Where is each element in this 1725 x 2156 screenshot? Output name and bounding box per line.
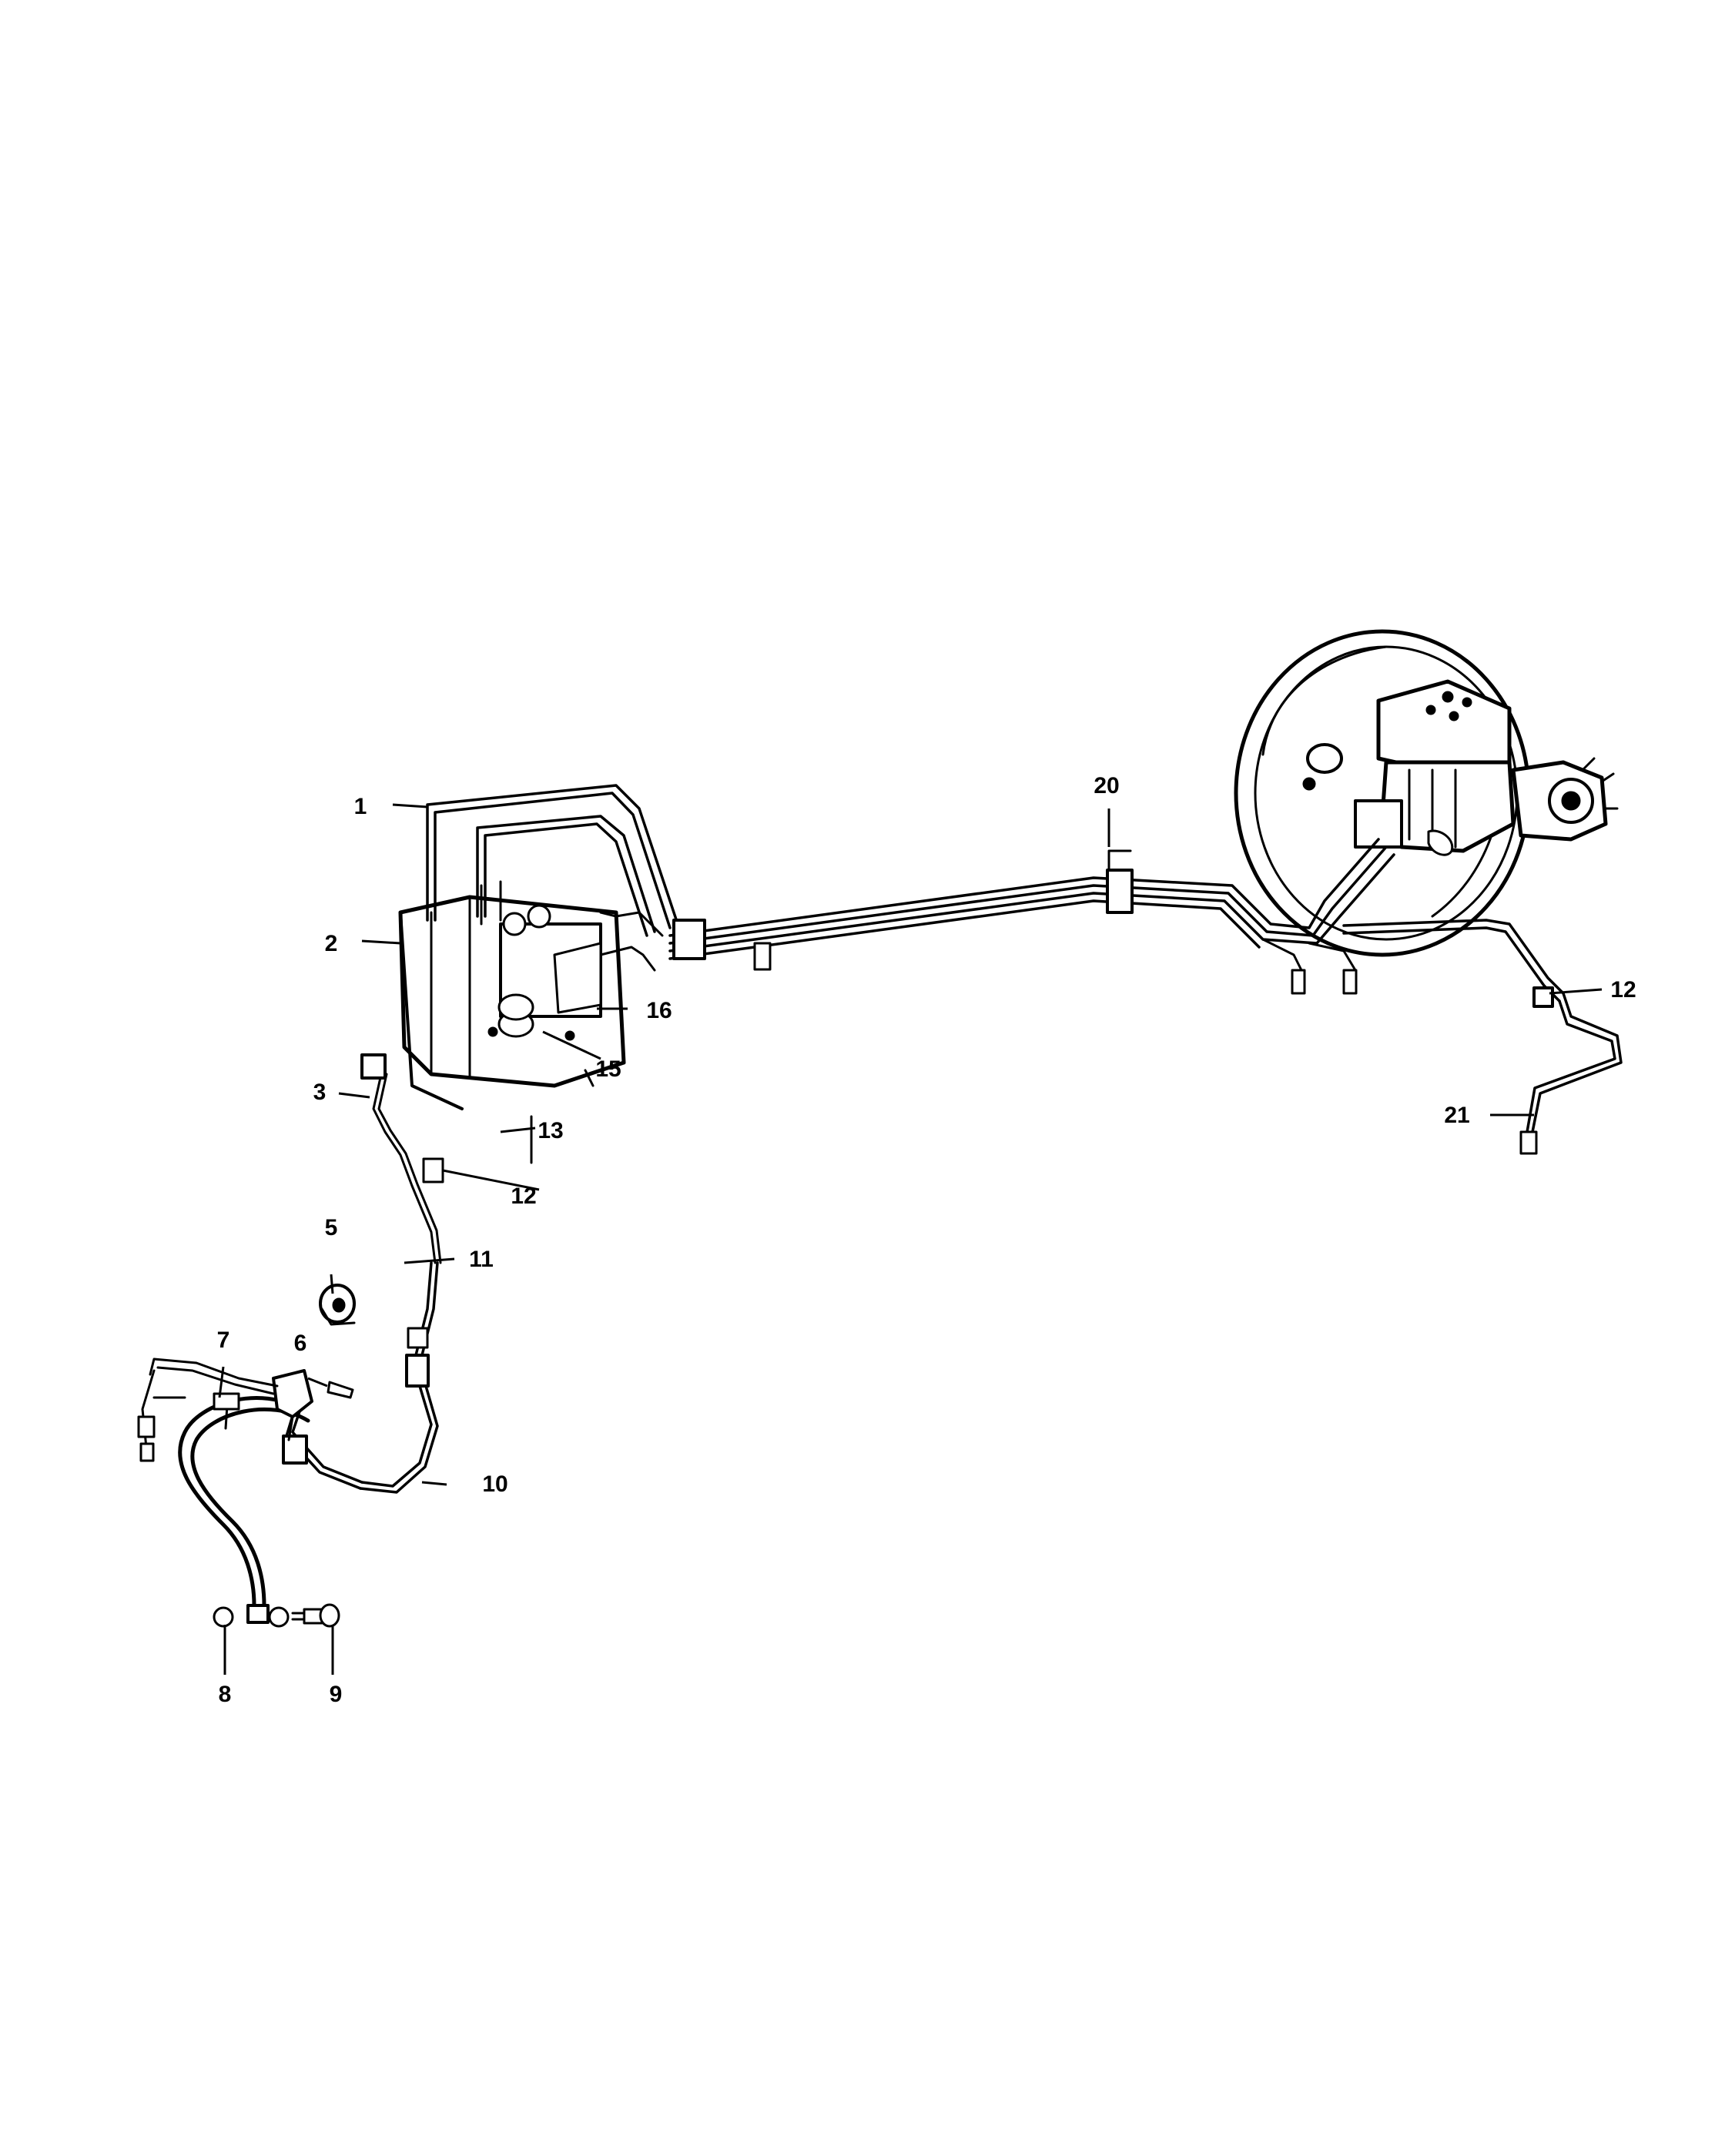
callout-7: 7	[217, 1327, 230, 1353]
callout-12-right: 12	[1610, 977, 1636, 1003]
wheel-sensor-harness	[285, 1053, 444, 1494]
abs-module	[398, 880, 626, 1164]
leader-lines	[218, 803, 1603, 1675]
callout-16: 16	[646, 998, 672, 1023]
brake-line-bundle	[668, 838, 1623, 1155]
callout-15: 15	[595, 1056, 621, 1082]
callout-8: 8	[219, 1682, 232, 1707]
callout-13: 13	[538, 1118, 563, 1143]
callout-labels: 1 2 3 5 6 7 8 9 10 11 12 12 13 15 16 20 …	[217, 773, 1636, 1707]
callout-5: 5	[325, 1215, 338, 1240]
callout-20: 20	[1094, 773, 1119, 798]
callout-1: 1	[354, 794, 367, 819]
master-cylinder	[1354, 679, 1619, 856]
small-hardware	[213, 1284, 356, 1628]
callout-21: 21	[1444, 1103, 1469, 1128]
module-top-lines	[426, 784, 706, 972]
callout-10: 10	[482, 1471, 507, 1497]
callout-11: 11	[469, 1247, 494, 1272]
brake-tube-left	[137, 1358, 279, 1462]
callout-12-left: 12	[511, 1183, 536, 1209]
callout-2: 2	[325, 931, 338, 956]
callout-3: 3	[313, 1080, 327, 1105]
callout-6: 6	[294, 1331, 307, 1356]
brake-hose	[178, 1369, 313, 1624]
callout-9: 9	[330, 1682, 343, 1707]
